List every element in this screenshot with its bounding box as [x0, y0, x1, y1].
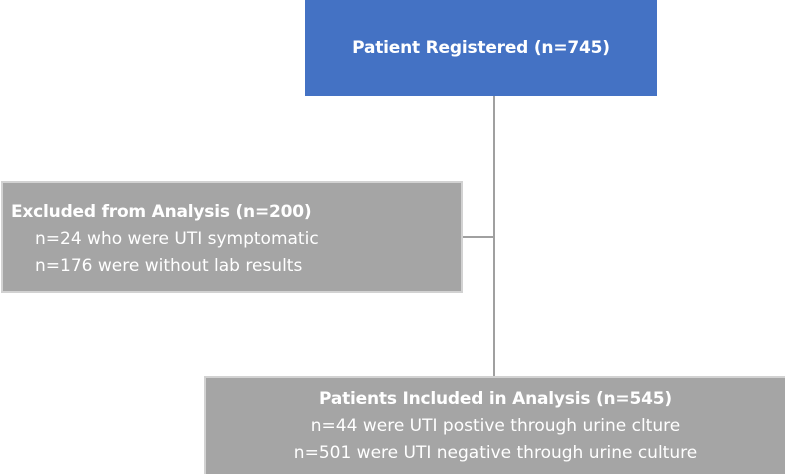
- connector-to-excluded: [463, 236, 494, 238]
- included-line-negative: n=501 were UTI negative through urine cu…: [293, 443, 698, 463]
- included-title: Patients Included in Analysis (n=545): [319, 389, 672, 409]
- excluded-line-no-lab: n=176 were without lab results: [35, 256, 303, 276]
- excluded-title: Excluded from Analysis (n=200): [11, 202, 312, 222]
- patient-registered-title: Patient Registered (n=745): [352, 38, 610, 58]
- included-line-positive: n=44 were UTI postive through urine cltu…: [310, 416, 681, 436]
- connector-vertical: [493, 96, 495, 376]
- excluded-from-analysis-box: Excluded from Analysis (n=200) n=24 who …: [1, 181, 463, 293]
- patient-registered-box: Patient Registered (n=745): [305, 0, 657, 96]
- included-in-analysis-box: Patients Included in Analysis (n=545) n=…: [204, 376, 785, 474]
- excluded-line-symptomatic: n=24 who were UTI symptomatic: [35, 229, 319, 249]
